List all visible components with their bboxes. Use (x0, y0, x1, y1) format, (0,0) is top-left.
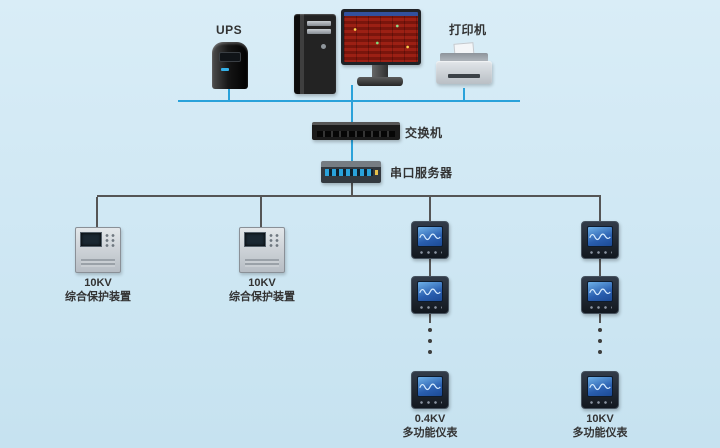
meter-screen (587, 376, 613, 397)
ups-led-indicator (221, 68, 229, 71)
printer-label: 打印机 (449, 23, 487, 37)
monitor-stand-neck (372, 65, 388, 77)
meter-waveform-icon (419, 383, 441, 391)
meter-screen (417, 281, 443, 302)
kv-rating-label: 10KV (248, 277, 276, 289)
ups-display-panel (219, 52, 241, 62)
ups-device (212, 42, 248, 89)
protection-device-1 (75, 227, 121, 273)
meter-column-2-label: 10KV 多功能仪表 (545, 413, 655, 441)
ellipsis-dot: · (598, 350, 602, 354)
printer-body (436, 61, 492, 84)
multifunction-meter-device (411, 221, 449, 259)
protection-2-drop-line (260, 197, 262, 228)
ellipsis-dot: · (428, 339, 432, 343)
switch-ports (317, 131, 395, 137)
serial-server-led (375, 170, 378, 175)
drive-bay (307, 21, 331, 26)
serial-to-field-line (351, 183, 353, 196)
device-name-label: 综合保护装置 (65, 290, 131, 303)
monitor-stand-base (357, 77, 403, 86)
meter-buttons (588, 305, 612, 310)
meter-screen (587, 226, 613, 247)
serial-server-label: 串口服务器 (390, 166, 453, 180)
protection-keypad (268, 233, 280, 247)
kv-rating-label: 10KV (586, 413, 614, 425)
multifunction-meter-device (411, 371, 449, 409)
meter-buttons (588, 400, 612, 405)
bus-to-switch-line (351, 102, 353, 123)
monitor-screen (344, 12, 418, 62)
meter-column-2-ellipsis: · · · (594, 328, 606, 354)
protection-1-drop-line (96, 197, 98, 228)
meter-column-1-ellipsis: · · · (424, 328, 436, 354)
workstation-connector-line (351, 85, 353, 101)
serial-port-server-device (321, 161, 381, 183)
protection-screen (244, 232, 266, 247)
ups-connector-line (228, 88, 230, 101)
meter-waveform-icon (419, 288, 441, 296)
protection-keypad (104, 233, 116, 247)
multifunction-meter-device (581, 221, 619, 259)
ellipsis-dot: · (428, 328, 432, 332)
printer-top-tray (440, 53, 488, 62)
serial-server-ports (325, 169, 373, 176)
kv-rating-label: 10KV (84, 277, 112, 289)
meter-screen (417, 376, 443, 397)
ethernet-bus-line (178, 100, 520, 102)
ellipsis-dot: · (428, 350, 432, 354)
drive-bay (307, 29, 331, 34)
multifunction-meter-device (581, 276, 619, 314)
ups-label: UPS (216, 23, 243, 37)
meter-column-2-drop-line (599, 197, 601, 323)
printer-output-slot (448, 74, 480, 78)
power-button-dot (321, 44, 326, 49)
meter-waveform-icon (589, 233, 611, 241)
meter-column-1-drop-line (429, 197, 431, 323)
meter-buttons (418, 400, 442, 405)
ellipsis-dot: · (598, 339, 602, 343)
switch-label: 交换机 (405, 126, 443, 140)
protection-screen (80, 232, 102, 247)
protection-1-label: 10KV 综合保护装置 (43, 277, 153, 305)
pc-tower-device (294, 14, 336, 94)
meter-column-1-label: 0.4KV 多功能仪表 (375, 413, 485, 441)
multifunction-meter-device (581, 371, 619, 409)
monitor-device (341, 9, 421, 65)
meter-buttons (418, 305, 442, 310)
protection-terminal-slots (81, 259, 115, 267)
ellipsis-dot: · (598, 328, 602, 332)
multifunction-meter-device (411, 276, 449, 314)
switch-to-serial-line (351, 140, 353, 162)
protection-terminal-slots (245, 259, 279, 267)
device-name-label: 多功能仪表 (402, 426, 458, 439)
meter-buttons (418, 250, 442, 255)
meter-waveform-icon (589, 288, 611, 296)
protection-2-label: 10KV 综合保护装置 (207, 277, 317, 305)
field-bus-line (97, 195, 601, 197)
meter-screen (417, 226, 443, 247)
network-switch-device (312, 122, 400, 140)
meter-waveform-icon (419, 233, 441, 241)
device-name-label: 综合保护装置 (229, 290, 295, 303)
kv-rating-label: 0.4KV (414, 413, 446, 425)
printer-device (436, 42, 492, 90)
device-name-label: 多功能仪表 (572, 426, 628, 439)
printer-connector-line (463, 88, 465, 101)
meter-waveform-icon (589, 383, 611, 391)
meter-buttons (588, 250, 612, 255)
meter-screen (587, 281, 613, 302)
protection-device-2 (239, 227, 285, 273)
